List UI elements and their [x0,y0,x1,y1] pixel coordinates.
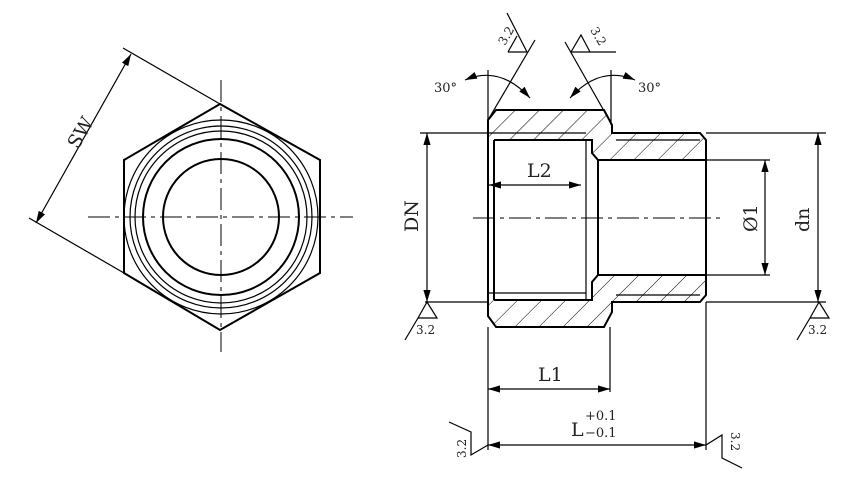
hatch-top [488,110,706,160]
sw-label: SW [63,113,99,153]
roughness-symbol-mid-left: 3.2 [404,301,439,341]
bore-top-edge [494,139,706,161]
angle-right-label: 30° [638,81,661,96]
sw-extension-line [28,217,125,274]
roughness-symbol-bottom-right: 3.2 [705,432,743,469]
l-tolerance-lower: −0.1 [585,426,617,441]
dn-small-label: dn [792,208,814,232]
hex-front-view: SW [28,47,353,352]
sw-dimension-line [35,53,132,224]
roughness-symbol-bottom-left: 3.2 [448,421,489,458]
angle-arc-right [569,71,636,99]
roughness-value: 3.2 [455,439,469,458]
roughness-symbol-top-left: 3.2 [495,12,528,53]
roughness-value: 3.2 [728,432,742,451]
dn-label: DN [401,200,423,232]
l1-label: L1 [538,364,563,386]
bore-bottom-edge [494,274,706,301]
angle-arc-left [464,71,531,99]
roughness-value: 3.2 [416,323,435,337]
roughness-value: 3.2 [808,323,827,337]
l2-label: L2 [527,160,552,182]
l-tolerance-upper: +0.1 [585,409,617,424]
d1-label: Ø1 [740,204,762,232]
hatch-bottom [488,275,706,327]
roughness-value: 3.2 [587,25,609,49]
roughness-symbol-top-right: 3.2 [570,25,616,53]
roughness-symbol-mid-right: 3.2 [796,301,831,341]
sw-extension-line [122,47,221,105]
section-view: 30° 30° 3.2 3.2 DN 3.2 dn 3.2 [401,12,831,469]
angle-left-label: 30° [434,81,457,96]
l-label: L [571,419,584,441]
